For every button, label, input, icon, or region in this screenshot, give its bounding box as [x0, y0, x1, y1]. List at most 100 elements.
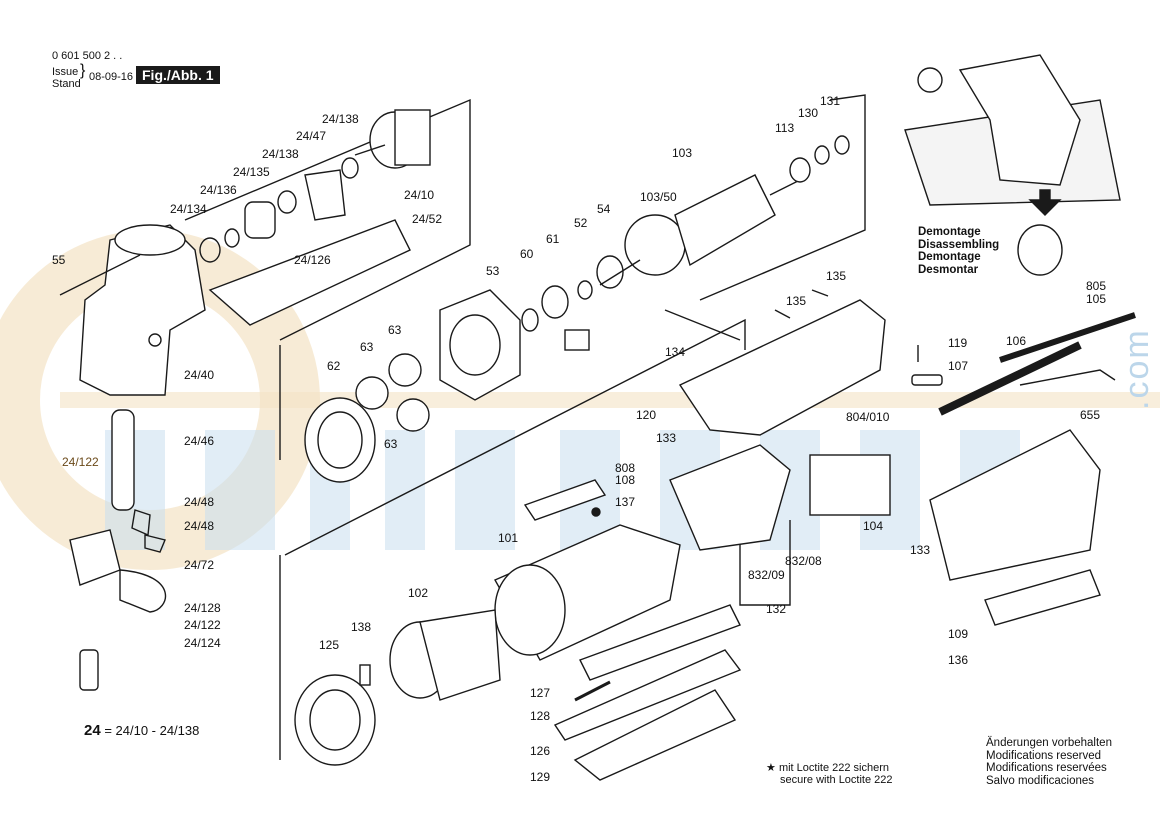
label-113: 113	[775, 121, 795, 135]
part-24-136	[224, 228, 240, 248]
part-24-135	[244, 201, 276, 239]
label-135a: 135	[826, 269, 847, 283]
flange-53	[439, 289, 521, 401]
label-105: 105	[1086, 292, 1107, 306]
label-132: 132	[766, 602, 787, 616]
label-129: 129	[530, 770, 551, 784]
brush-block	[564, 329, 590, 351]
label-135b: 135	[786, 294, 807, 308]
part-24-138b	[341, 157, 359, 179]
disassembly-caption: Demontage Disassembling Demontage Desmon…	[918, 226, 1000, 276]
part-131	[834, 135, 850, 155]
label-24-126: 24/126	[294, 253, 331, 267]
group-frame-armature	[699, 94, 866, 301]
label-55: 55	[52, 253, 66, 267]
handle-shell-133b	[929, 429, 1101, 581]
label-63c: 63	[384, 437, 398, 451]
label-61: 61	[546, 232, 560, 246]
part-138	[359, 664, 371, 686]
gear-63a	[355, 376, 389, 410]
label-24-138a: 24/138	[262, 147, 299, 161]
label-133b: 133	[910, 543, 931, 557]
clamp-107	[911, 374, 943, 386]
label-804-010: 804/010	[846, 410, 890, 424]
label-52: 52	[574, 216, 588, 230]
label-130: 130	[798, 106, 819, 120]
label-107: 107	[948, 359, 969, 373]
legend-key: 24	[84, 722, 101, 739]
figure-tag: Fig./Abb. 1	[136, 66, 220, 84]
label-53: 53	[486, 264, 500, 278]
brush-holder	[669, 444, 791, 551]
label-103-50: 103/50	[640, 190, 677, 204]
label-24-10: 24/10	[404, 188, 435, 202]
part-24-134	[199, 237, 221, 263]
part-113	[789, 157, 811, 183]
label-101: 101	[498, 531, 519, 545]
label-805: 805	[1086, 279, 1107, 293]
part-61	[541, 285, 569, 319]
label-24-135: 24/135	[233, 165, 270, 179]
label-24-48b: 24/48	[184, 519, 215, 533]
star-icon: ★	[766, 762, 776, 774]
motor-housing-101	[494, 524, 681, 661]
part-60	[521, 308, 539, 332]
slide-rail	[579, 604, 741, 681]
label-119: 119	[948, 336, 968, 350]
spring-128	[574, 680, 611, 702]
screw-135b	[811, 289, 829, 297]
label-138: 138	[351, 620, 372, 634]
part-number: 0 601 500 2 . .	[52, 50, 123, 62]
armature-103	[599, 174, 801, 286]
label-24-40: 24/40	[184, 368, 215, 382]
label-655: 655	[1080, 408, 1101, 422]
part-24-10	[354, 109, 431, 169]
label-24-138b: 24/138	[322, 112, 359, 126]
label-832-09: 832/09	[748, 568, 785, 582]
label-24-48a: 24/48	[184, 495, 215, 509]
label-63b: 63	[388, 323, 402, 337]
part-24-48a	[131, 509, 151, 537]
issue-label: Issue	[52, 66, 79, 78]
label-102: 102	[408, 586, 429, 600]
part-137	[591, 507, 601, 517]
label-109: 109	[948, 627, 969, 641]
part-24-124	[79, 649, 99, 691]
label-24-122a: 24/122	[62, 455, 99, 469]
label-133a: 133	[656, 431, 677, 445]
part-24-52	[208, 219, 411, 326]
screw-135a	[774, 309, 791, 319]
ring-gear-62	[304, 397, 376, 483]
part-24-48b	[144, 534, 166, 553]
label-120: 120	[636, 408, 657, 422]
label-103: 103	[672, 146, 693, 160]
label-24-47: 24/47	[296, 129, 327, 143]
issue-date: 08-09-16	[89, 71, 134, 83]
label-106: 106	[1006, 334, 1027, 348]
label-126: 126	[530, 744, 551, 758]
label-131: 131	[820, 94, 841, 108]
key-655	[1019, 369, 1116, 386]
brace: }	[80, 62, 86, 79]
label-125: 125	[319, 638, 340, 652]
screw-55	[59, 254, 141, 296]
gear-63b	[388, 353, 422, 387]
watermark-text: .com	[1118, 328, 1156, 410]
label-60: 60	[520, 247, 534, 261]
part-130	[814, 145, 830, 165]
part-52	[577, 280, 593, 300]
label-54: 54	[597, 202, 611, 216]
part-24-138a	[277, 190, 297, 214]
group-frame-head	[184, 98, 471, 341]
label-24-136: 24/136	[200, 183, 237, 197]
label-832-08: 832/08	[785, 554, 822, 568]
label-137: 137	[615, 495, 636, 509]
loctite-note: ★ mit Loctite 222 sichern secure with Lo…	[766, 762, 893, 786]
group-legend: 24 = 24/10 - 24/138	[84, 722, 199, 739]
housing-133a	[678, 299, 886, 436]
label-24-46: 24/46	[184, 434, 215, 448]
cover-129	[573, 689, 737, 781]
group-frame-motor	[284, 318, 746, 556]
